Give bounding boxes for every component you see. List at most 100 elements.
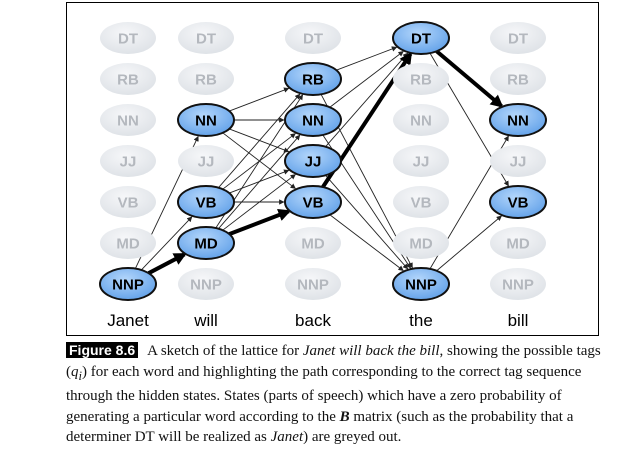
lattice-nodes: DT RB NN JJ VB MD NNP DT RB NN JJ VB MD NNP DT RB NN JJ VB… bbox=[99, 21, 547, 301]
state-node-the-jj: JJ bbox=[393, 145, 449, 177]
edge-md-nn bbox=[218, 134, 301, 229]
edge-nnp-vb bbox=[141, 216, 193, 271]
state-label: NNP bbox=[405, 277, 437, 294]
state-label: JJ bbox=[510, 154, 527, 171]
caption-q: q bbox=[71, 363, 79, 380]
state-label: NN bbox=[195, 113, 217, 130]
caption-matrix: B bbox=[339, 408, 350, 425]
state-node-bill-nnp: NNP bbox=[490, 268, 546, 300]
word-label-janet: Janet bbox=[107, 311, 149, 330]
state-node-janet-md: MD bbox=[100, 227, 156, 259]
state-node-will-vb: VB bbox=[177, 185, 235, 219]
state-node-will-nnp: NNP bbox=[178, 268, 234, 300]
state-node-janet-jj: JJ bbox=[100, 145, 156, 177]
caption-text-5: ) are greyed out. bbox=[303, 429, 402, 445]
best-path-edge-md-vb bbox=[228, 208, 292, 236]
edge-nn-jj bbox=[229, 128, 290, 153]
state-label: RB bbox=[302, 72, 324, 89]
state-label: VB bbox=[508, 195, 529, 212]
state-node-janet-nn: NN bbox=[100, 104, 156, 136]
state-label: RB bbox=[195, 72, 217, 89]
state-label: MD bbox=[194, 236, 217, 253]
state-node-the-nnp: NNP bbox=[392, 267, 450, 301]
state-label: JJ bbox=[413, 154, 430, 171]
state-node-bill-rb: RB bbox=[490, 63, 546, 95]
edge-vb-nnp bbox=[329, 214, 404, 271]
state-node-janet-dt: DT bbox=[100, 22, 156, 54]
word-label-bill: bill bbox=[508, 311, 529, 330]
edge-nn-rb bbox=[229, 87, 290, 112]
state-label: NNP bbox=[297, 277, 329, 294]
state-label: DT bbox=[508, 31, 528, 48]
best-path-edge-nnp-md bbox=[147, 252, 187, 275]
state-label: DT bbox=[118, 31, 138, 48]
state-label: RB bbox=[117, 72, 139, 89]
state-label: NN bbox=[117, 113, 139, 130]
word-label-will: will bbox=[193, 311, 218, 330]
edge-md-jj bbox=[222, 174, 296, 231]
state-node-bill-dt: DT bbox=[490, 22, 546, 54]
state-label: NNP bbox=[502, 277, 534, 294]
state-label: RB bbox=[507, 72, 529, 89]
edge-nn-vb bbox=[222, 132, 296, 189]
state-node-will-nn: NN bbox=[177, 103, 235, 137]
caption-example-word: Janet bbox=[270, 429, 304, 445]
state-node-back-nnp: NNP bbox=[285, 268, 341, 300]
state-label: VB bbox=[303, 195, 324, 212]
state-node-back-md: MD bbox=[285, 227, 341, 259]
state-node-bill-nn: NN bbox=[489, 103, 547, 137]
state-label: RB bbox=[410, 72, 432, 89]
caption-text-3: ) for each word and highlighting the pat… bbox=[66, 363, 582, 425]
word-label-the: the bbox=[409, 311, 433, 330]
state-node-will-dt: DT bbox=[178, 22, 234, 54]
edge-nn-dt bbox=[329, 51, 404, 108]
state-label: MD bbox=[116, 236, 139, 253]
state-label: DT bbox=[303, 31, 323, 48]
figure-caption: Figure 8.6 A sketch of the lattice for J… bbox=[66, 340, 604, 448]
figure-frame: DT RB NN JJ VB MD NNP DT RB NN JJ VB MD NNP DT RB NN JJ VB… bbox=[66, 2, 599, 336]
lattice-diagram: DT RB NN JJ VB MD NNP DT RB NN JJ VB MD NNP DT RB NN JJ VB… bbox=[99, 21, 547, 330]
state-node-will-md: MD bbox=[177, 226, 235, 260]
edge-vb-rb bbox=[218, 93, 301, 188]
state-label: NN bbox=[410, 113, 432, 130]
edge-nnp-vb bbox=[436, 215, 502, 272]
state-label: JJ bbox=[120, 154, 137, 171]
edge-jj-dt bbox=[325, 52, 409, 147]
state-node-back-dt: DT bbox=[285, 22, 341, 54]
state-label: DT bbox=[196, 31, 216, 48]
caption-sentence: Janet will back the bill bbox=[302, 343, 440, 359]
state-label: MD bbox=[506, 236, 529, 253]
state-node-back-nn: NN bbox=[284, 103, 342, 137]
state-node-the-md: MD bbox=[393, 227, 449, 259]
caption-q-sub: i bbox=[78, 368, 82, 383]
state-label: VB bbox=[118, 195, 139, 212]
state-node-the-dt: DT bbox=[392, 21, 450, 55]
caption-text-4: matrix (such as the probability that a d… bbox=[66, 408, 574, 446]
state-node-janet-nnp: NNP bbox=[99, 267, 157, 301]
state-node-will-jj: JJ bbox=[178, 145, 234, 177]
state-node-the-vb: VB bbox=[393, 186, 449, 218]
state-label: NN bbox=[507, 113, 529, 130]
state-node-janet-rb: RB bbox=[100, 63, 156, 95]
edge-jj-nnp bbox=[325, 175, 409, 270]
state-node-back-rb: RB bbox=[284, 62, 342, 96]
state-label: NNP bbox=[112, 277, 144, 294]
state-node-bill-md: MD bbox=[490, 227, 546, 259]
state-label: NN bbox=[302, 113, 324, 130]
caption-text-1: A sketch of the lattice for bbox=[147, 343, 303, 359]
state-label: JJ bbox=[198, 154, 215, 171]
state-node-back-jj: JJ bbox=[284, 144, 342, 178]
state-label: JJ bbox=[305, 154, 322, 171]
figure-label: Figure 8.6 bbox=[66, 342, 139, 358]
state-label: MD bbox=[301, 236, 324, 253]
state-label: MD bbox=[409, 236, 432, 253]
state-node-bill-jj: JJ bbox=[490, 145, 546, 177]
state-node-back-vb: VB bbox=[284, 185, 342, 219]
state-node-the-nn: NN bbox=[393, 104, 449, 136]
state-label: NNP bbox=[190, 277, 222, 294]
caption-text-2: , showing the possible tags ( bbox=[66, 343, 601, 380]
state-node-will-rb: RB bbox=[178, 63, 234, 95]
state-node-janet-vb: VB bbox=[100, 186, 156, 218]
state-node-bill-vb: VB bbox=[489, 185, 547, 219]
